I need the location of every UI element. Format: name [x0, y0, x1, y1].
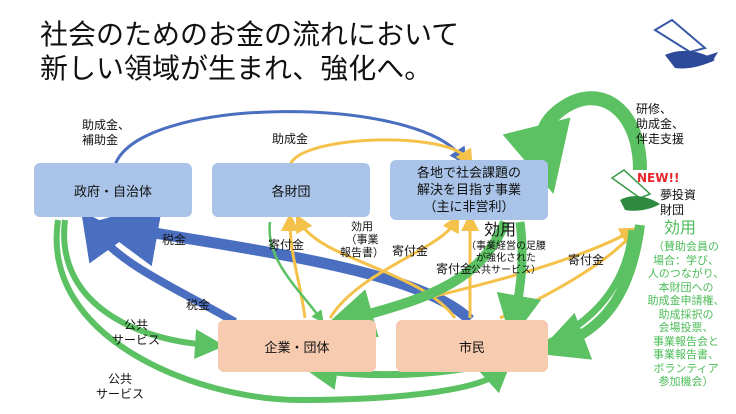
label-utility-green-detail: （賛助会員の 場合：学び、 人のつながり、 本財団への 助成金申請権、 助成採択…: [647, 240, 725, 388]
node-social-business: 各地で社会課題の 解決を目指す事業 （主に非営利）: [390, 160, 548, 220]
label-utility-report: 効用 （事業 報告書）: [340, 220, 384, 259]
label-public-service-1: 公共 サービス: [112, 318, 161, 347]
arrow-tax-citizens: [92, 201, 474, 325]
label-utility-main: 効用: [484, 220, 517, 239]
arrow-social-to-citizen: [496, 221, 542, 341]
label-donation-4: 寄付金: [568, 253, 605, 267]
small-bird-icon: [610, 169, 660, 211]
arrow-company-to-foundation: [281, 213, 307, 319]
arrow-gov-to-social: [113, 110, 468, 166]
arrow-gov-public-service-2: [53, 219, 512, 404]
label-public-service-2: 公共 サービス: [96, 372, 145, 401]
label-grants: 助成金: [272, 132, 309, 146]
label-utility-sub: （事業経営の足腰 が強化された 公共サービス）: [466, 241, 546, 276]
arrow-yume-to-citizen: [536, 224, 645, 360]
bird-logo-icon: [653, 18, 718, 69]
label-donation-2: 寄付金: [392, 244, 429, 258]
arrow-tax-company: [81, 210, 238, 326]
arrow-gov-public-service-1: [61, 219, 225, 360]
node-foundations: 各財団: [212, 163, 370, 217]
node-government: 政府・自治体: [34, 163, 192, 217]
node-companies: 企業・団体: [218, 320, 376, 372]
label-grants-subsidies: 助成金、 補助金: [82, 118, 131, 147]
page-title: 社会のためのお金の流れにおいて 新しい領域が生まれ、強化へ。: [40, 18, 459, 86]
new-badge: NEW!!: [637, 171, 680, 185]
arrow-foundation-to-social: [288, 138, 473, 168]
arrow-citizen-to-foundation: [295, 214, 457, 319]
label-donation-1: 寄付金: [268, 238, 305, 252]
node-yume-foundation: 夢投資 財団: [660, 188, 697, 217]
label-tax-1: 税金: [162, 233, 187, 247]
title-line-2: 新しい領域が生まれ、強化へ。: [40, 52, 433, 85]
title-line-1: 社会のためのお金の流れにおいて: [40, 18, 460, 51]
arrow-social-to-company: [323, 220, 510, 338]
node-citizens: 市民: [396, 320, 548, 372]
label-donation-3: 寄付金: [436, 262, 473, 276]
label-utility-green: 効用: [664, 218, 697, 237]
arrow-foundation-utility: [268, 221, 324, 324]
label-tax-2: 税金: [186, 298, 211, 312]
arrow-yume-to-social: [502, 91, 647, 194]
label-training: 研修、 助成金、 伴走支援: [636, 102, 685, 146]
